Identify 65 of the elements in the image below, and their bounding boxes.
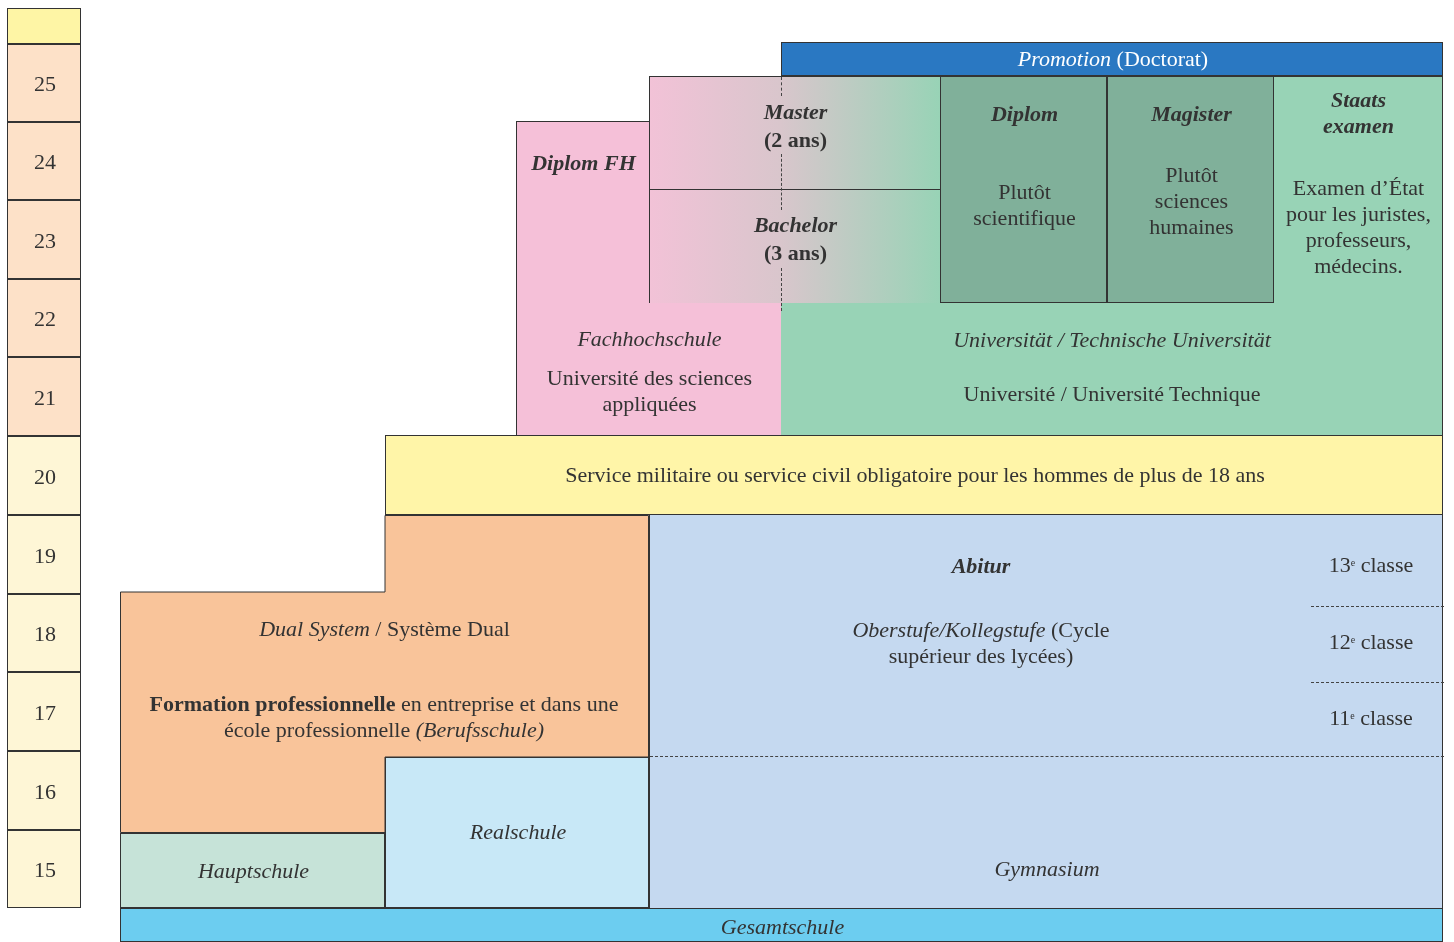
age-box xyxy=(7,830,81,908)
degree-block xyxy=(940,76,1107,303)
grade-label: 12$^{e}$ classe xyxy=(1327,629,1415,655)
degree-title: Diplom xyxy=(989,101,1060,127)
age-header-box xyxy=(7,8,81,44)
degree-title: Staats examen xyxy=(1322,87,1395,139)
level-name: Oberstufe/Kollegstufe (Cycle supérieur des lycées) xyxy=(851,617,1111,669)
degree-block xyxy=(1274,76,1443,303)
age-number: 22 xyxy=(33,306,57,332)
degree-block xyxy=(516,121,649,303)
school-block xyxy=(649,515,1443,908)
degree-description: Examen d’État pour les juristes, professeurs, médecins. xyxy=(1285,175,1432,279)
age-box xyxy=(7,200,81,279)
age-number: 25 xyxy=(33,71,57,97)
degree-block xyxy=(1107,76,1274,303)
age-box xyxy=(7,122,81,200)
degree-title: Diplom FH xyxy=(530,150,638,176)
institution-name: Fachhochschule xyxy=(576,326,723,352)
age-number: 18 xyxy=(33,621,57,647)
program-name: Dual System / Système Dual xyxy=(258,616,511,642)
degree-description: Plutôt scientifique xyxy=(972,179,1077,231)
age-number: 17 xyxy=(33,699,57,726)
age-number: 19 xyxy=(33,542,57,569)
university-block xyxy=(516,303,781,435)
degree-duration: (2 ans) xyxy=(763,127,828,153)
grade-label: 11$^{e}$ classe xyxy=(1328,705,1414,731)
age-box xyxy=(7,436,81,515)
age-box xyxy=(7,44,81,122)
degree-title: Bachelor xyxy=(752,212,839,238)
age-box xyxy=(7,594,81,672)
degree-band xyxy=(781,42,1443,76)
age-number: 15 xyxy=(33,857,57,883)
age-box xyxy=(7,279,81,357)
age-box xyxy=(7,515,81,594)
age-number: 20 xyxy=(33,463,57,490)
age-number: 24 xyxy=(33,149,57,175)
school-name: Gymnasium xyxy=(993,856,1101,882)
school-band xyxy=(120,908,1443,942)
age-number: 23 xyxy=(33,227,57,254)
degree-description: Plutôt sciences humaines xyxy=(1148,162,1235,240)
service-description: Service militaire ou service civil obligatoire pour les hommes de plus de 18 ans xyxy=(564,462,1266,488)
school-block xyxy=(385,757,649,908)
exam-name: Abitur xyxy=(949,553,1012,579)
school-block xyxy=(120,833,385,908)
service-band xyxy=(385,435,1443,515)
age-box xyxy=(7,357,81,436)
degree-block xyxy=(649,190,940,303)
degree-duration: (3 ans) xyxy=(763,240,828,266)
school-name: Gesamtschule xyxy=(719,914,846,940)
degree-title: Master xyxy=(762,99,829,125)
program-description: Formation professionnelle en entreprise et dans une école professionnelle (Berufsschule) xyxy=(148,691,620,743)
school-name: Realschule xyxy=(468,819,568,845)
grade-label: 13$^{e}$ classe xyxy=(1327,552,1415,578)
institution-translation: Université / Université Technique xyxy=(962,381,1262,407)
school-name: Hauptschule xyxy=(196,858,311,884)
institution-translation: Université des sciences appliquées xyxy=(545,365,754,417)
degree-block xyxy=(649,76,940,190)
degree-title: Promotion (Doctorat) xyxy=(1016,46,1210,72)
age-number: 21 xyxy=(33,384,57,411)
age-box xyxy=(7,672,81,751)
age-number: 16 xyxy=(33,778,57,805)
degree-title: Magister xyxy=(1150,101,1233,127)
institution-name: Universität / Technische Universität xyxy=(952,327,1273,353)
age-box xyxy=(7,751,81,830)
university-block xyxy=(781,303,1443,435)
